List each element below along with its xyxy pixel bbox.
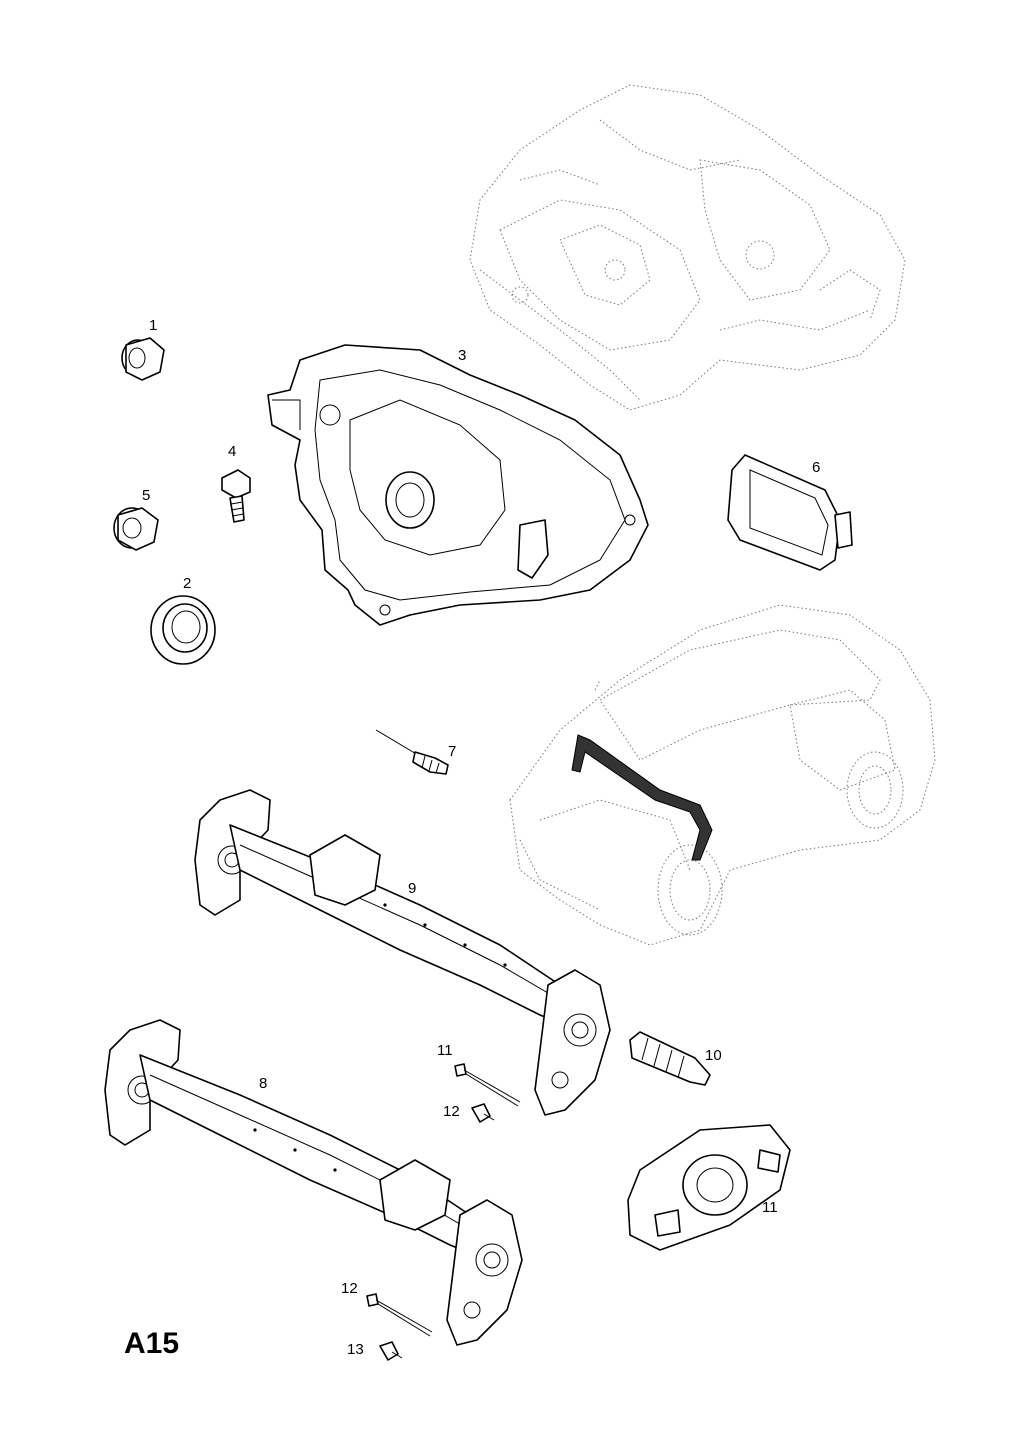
- callout-7: 7: [448, 743, 456, 760]
- part-3-panel: [267, 344, 649, 626]
- callout-11-plate: 11: [762, 1199, 778, 1216]
- part-10-bushing: [629, 1031, 711, 1086]
- part-6-cover: [727, 454, 853, 571]
- callout-2: 2: [183, 575, 191, 592]
- part-4-bolt: [221, 469, 251, 523]
- part-11-long-bolt: [454, 1063, 521, 1107]
- callout-12-upper: 12: [443, 1103, 460, 1120]
- callout-8: 8: [259, 1075, 267, 1092]
- callout-1: 1: [149, 317, 157, 334]
- callout-5: 5: [142, 487, 150, 504]
- part-5-clip: [113, 507, 159, 551]
- part-13-small-bolt: [379, 1341, 403, 1361]
- callout-10: 10: [705, 1047, 722, 1064]
- part-9-crossmember: [194, 789, 611, 1116]
- callout-12-lower: 12: [341, 1280, 358, 1297]
- part-1-clip: [121, 337, 165, 381]
- part-2-grommet: [150, 595, 216, 665]
- part-11-mount-plate: [627, 1124, 791, 1251]
- part-12-long-bolt-lower: [366, 1293, 433, 1337]
- engine-bay-outline: [469, 84, 906, 411]
- highlighted-crossmember: [571, 734, 713, 861]
- diagram-code: A15: [124, 1327, 179, 1360]
- part-8-crossmember: [104, 1019, 523, 1346]
- hatchback-car-outline: [509, 604, 936, 946]
- part-12-small-bolt-upper: [471, 1103, 495, 1123]
- part-7-pin: [375, 729, 449, 775]
- callout-11-bolt: 11: [437, 1042, 453, 1059]
- callout-9: 9: [408, 880, 416, 897]
- callout-6: 6: [812, 459, 820, 476]
- callout-13: 13: [347, 1341, 364, 1358]
- callout-3: 3: [458, 347, 466, 364]
- callout-4: 4: [228, 443, 236, 460]
